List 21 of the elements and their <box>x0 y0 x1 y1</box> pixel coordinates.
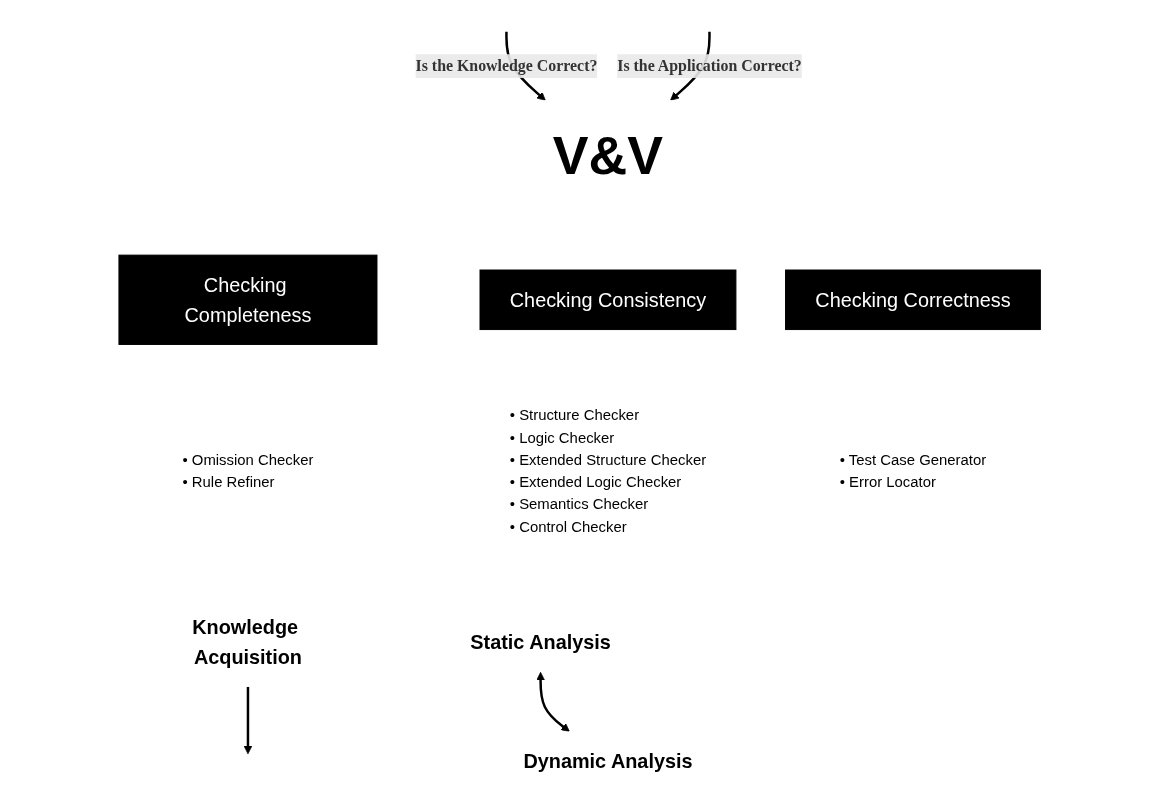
node-text: V&V <box>552 125 663 185</box>
node-label: • Test Case Generator <box>839 450 987 468</box>
arrow <box>536 671 570 732</box>
node-label: • Semantics Checker <box>509 495 649 513</box>
node-box: Checking Consistency <box>479 269 737 331</box>
node-text: Static Analysis <box>470 631 611 654</box>
edge-label: Is the Knowledge Correct? <box>415 57 598 74</box>
node-text: Dynamic Analysis <box>523 750 693 773</box>
node-label: • Rule Refiner <box>182 472 275 490</box>
node-box: Checking Correctness <box>784 269 1041 331</box>
node-box: Checking Completeness <box>118 254 378 345</box>
node-label: • Extended Logic Checker <box>509 472 682 490</box>
node-label: • Structure Checker <box>509 405 639 423</box>
node-text: Knowledge Acquisition <box>192 616 302 668</box>
node-label: • Error Locator <box>839 472 936 490</box>
arrow <box>243 686 253 755</box>
node-label: • Extended Structure Checker <box>509 450 706 468</box>
node-label: • Control Checker <box>509 517 627 535</box>
node-label: • Omission Checker <box>182 450 314 468</box>
node-label: • Logic Checker <box>509 428 615 446</box>
edge-label: Is the Application Correct? <box>617 57 802 74</box>
